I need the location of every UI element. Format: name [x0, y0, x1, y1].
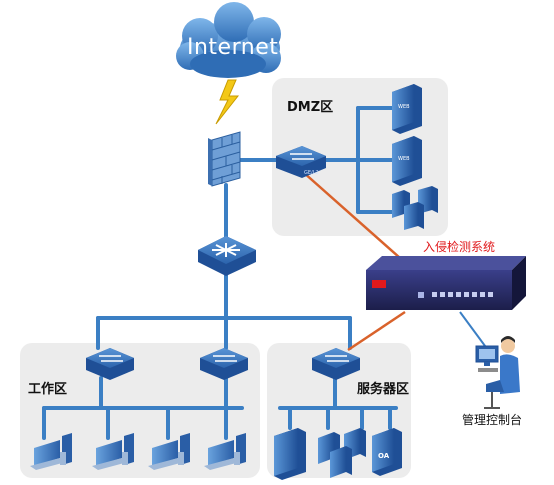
firewall-icon	[208, 131, 241, 187]
web-server-2-icon: WEB	[392, 136, 422, 186]
oa-server-label: OA	[378, 452, 390, 460]
dmz-server-group-icon	[392, 186, 438, 230]
dmz-switch-icon: GE/L2	[276, 146, 326, 178]
console-link	[459, 311, 489, 351]
web-server-1-icon: WEB	[392, 84, 422, 134]
server-switch-icon	[312, 348, 360, 380]
dmz-zone-label: DMZ区	[287, 100, 334, 115]
work-zone	[20, 343, 260, 478]
web-server-2-label: WEB	[398, 156, 410, 162]
ids-label: 入侵检测系统	[423, 240, 496, 254]
work-switch-1-icon	[86, 348, 134, 380]
ids-mirror-links	[302, 171, 406, 352]
workstation-icon	[30, 433, 72, 470]
switch-label: GE/L2	[304, 170, 319, 176]
work-switch-2-icon	[200, 348, 248, 380]
backbone-links	[42, 106, 398, 440]
internet-label: Internet	[187, 35, 279, 60]
workstation-icon	[92, 433, 134, 470]
web-server-1-label: WEB	[398, 104, 410, 110]
workstation-icon	[148, 433, 190, 470]
ids-appliance-icon	[366, 256, 526, 310]
admin-console-icon	[475, 336, 520, 409]
work-zone-label: 工作区	[28, 382, 68, 397]
oa-server-icon: OA	[372, 428, 402, 476]
lightning-icon	[215, 79, 240, 125]
console-label: 管理控制台	[462, 413, 523, 427]
internet-cloud-icon	[176, 2, 281, 78]
workstation-icon	[204, 433, 246, 470]
server-zone-label: 服务器区	[357, 382, 410, 397]
server-icon	[318, 428, 366, 478]
server-icon	[274, 428, 306, 480]
core-switch-icon	[198, 236, 256, 276]
